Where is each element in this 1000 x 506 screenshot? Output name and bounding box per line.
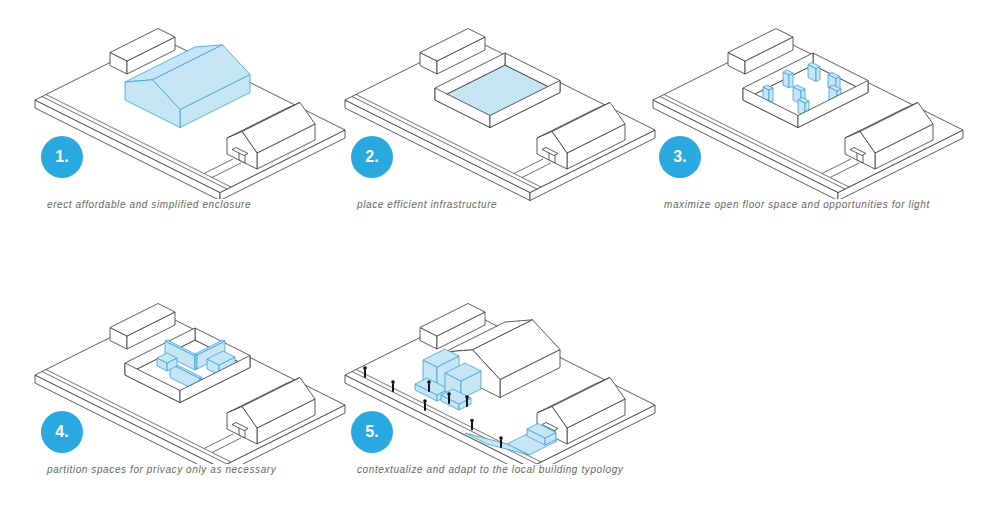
iso-face	[165, 340, 197, 356]
iso-face	[850, 148, 866, 156]
iso-face	[542, 148, 558, 156]
iso-face	[415, 378, 449, 395]
iso-face	[180, 356, 250, 403]
iso-face	[728, 29, 793, 62]
step-number: 1.	[55, 149, 68, 165]
iso-line	[522, 163, 551, 178]
step-number: 2.	[365, 149, 378, 165]
iso-line	[204, 434, 233, 449]
step-illustration	[653, 29, 963, 201]
step-illustration	[35, 304, 345, 476]
step-number: 5.	[365, 424, 378, 440]
person-body	[364, 370, 366, 377]
step-number: 4.	[55, 424, 68, 440]
step-number: 3.	[673, 149, 686, 165]
iso-face	[232, 148, 248, 156]
person-body	[392, 384, 394, 391]
iso-face	[35, 38, 345, 193]
iso-line	[212, 163, 241, 178]
iso-face	[435, 88, 490, 128]
iso-face	[242, 378, 315, 429]
iso-face	[490, 81, 560, 128]
iso-face	[345, 38, 655, 193]
iso-face	[232, 423, 248, 431]
step-illustration	[345, 304, 655, 476]
iso-line	[204, 159, 233, 174]
iso-face	[552, 103, 625, 154]
iso-face	[345, 313, 655, 468]
iso-face	[465, 433, 529, 455]
iso-face	[157, 353, 177, 363]
step-number-circle: 4.	[41, 411, 83, 453]
step-number-circle: 3.	[659, 136, 701, 178]
iso-face	[763, 85, 773, 90]
step-illustration	[345, 29, 655, 201]
iso-face	[793, 85, 805, 91]
iso-face	[420, 304, 485, 337]
iso-face	[829, 85, 841, 91]
step-number-circle: 2.	[351, 136, 393, 178]
iso-face	[783, 70, 793, 75]
iso-face	[110, 29, 175, 62]
step-number-circle: 1.	[41, 136, 83, 178]
iso-line	[514, 159, 543, 174]
person-body	[424, 403, 426, 410]
step-caption: contextualize and adapt to the local bui…	[355, 464, 625, 476]
person-body	[428, 384, 430, 391]
iso-face	[789, 73, 793, 88]
iso-face	[227, 132, 257, 170]
iso-face	[769, 88, 773, 103]
iso-face	[125, 363, 180, 403]
iso-face	[227, 407, 257, 445]
step-caption: erect affordable and simplified enclosur…	[45, 199, 253, 211]
iso-face	[420, 29, 485, 62]
iso-face	[35, 313, 345, 468]
iso-face	[808, 63, 820, 69]
step-number-circle: 5.	[351, 411, 393, 453]
iso-face	[423, 349, 459, 367]
iso-face	[527, 424, 556, 439]
iso-face	[537, 132, 567, 170]
iso-line	[212, 438, 241, 453]
iso-line	[822, 159, 851, 174]
step-caption: place efficient infrastructure	[355, 199, 499, 211]
iso-face	[110, 304, 175, 337]
iso-face	[816, 67, 820, 82]
iso-face	[828, 73, 840, 79]
iso-face	[845, 132, 875, 170]
iso-face	[445, 363, 481, 381]
iso-face	[860, 103, 933, 154]
iso-face	[242, 103, 315, 154]
iso-face	[125, 80, 180, 128]
iso-line	[830, 163, 859, 178]
person-body	[471, 423, 473, 430]
step-illustration	[35, 29, 345, 201]
step-caption: partition spaces for privacy only as nec…	[45, 464, 278, 476]
step-caption: maximize open floor space and opportunit…	[662, 199, 932, 211]
person-body	[500, 440, 502, 447]
iso-face	[207, 351, 235, 365]
iso-face	[552, 378, 625, 429]
person-body	[466, 399, 468, 406]
iso-face	[653, 38, 963, 193]
iso-face	[798, 98, 809, 104]
iso-face	[743, 88, 798, 128]
person-body	[448, 396, 450, 403]
iso-face	[798, 81, 868, 128]
